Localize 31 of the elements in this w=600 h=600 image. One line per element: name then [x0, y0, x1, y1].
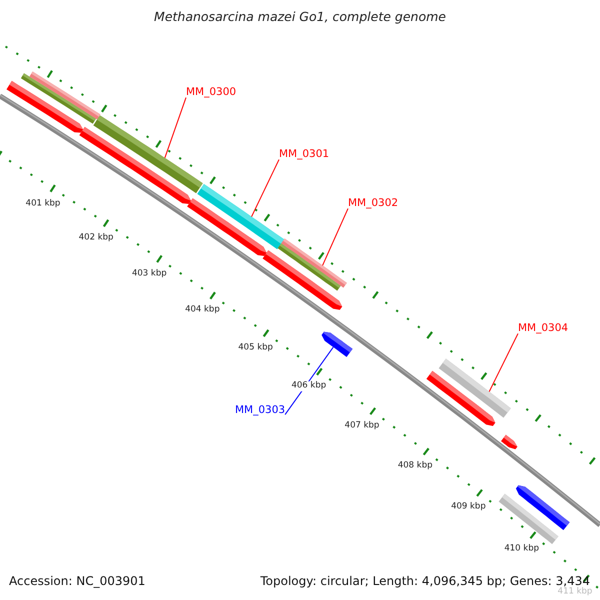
- gene-bar: [516, 485, 570, 530]
- leader-line: [322, 208, 348, 266]
- gene-bar: [426, 370, 496, 426]
- gene-bar: [187, 198, 267, 256]
- scale-label: 406 kbp: [290, 382, 328, 391]
- scale-label: 401 kbp: [24, 198, 62, 208]
- gene-bar: [322, 332, 353, 357]
- footer-text: Topology: circular; Length: 4,096,345 bp; Genes: 3,434: [260, 575, 590, 588]
- scale-label: 405 kbp: [237, 343, 274, 352]
- gene-label: MM_0301: [279, 149, 330, 161]
- gene-bar: [6, 80, 84, 133]
- title: Methanosarcina mazei Go1, complete genome: [154, 10, 446, 24]
- gene-bar: [262, 250, 342, 310]
- gene-label: MM_0303: [235, 405, 286, 417]
- footer-text: Accession: NC_003901: [9, 575, 146, 588]
- leader-line: [251, 159, 280, 218]
- scale-label: 411 kbp: [556, 588, 594, 597]
- leader-line: [164, 97, 186, 158]
- gene-label: MM_0304: [518, 323, 568, 335]
- gene-label: MM_0300: [186, 87, 236, 99]
- scale-label: 410 kbp: [503, 544, 540, 554]
- gene-bar: [79, 126, 191, 204]
- scale-label: 407 kbp: [344, 420, 380, 430]
- scale-label: 403 kbp: [130, 269, 168, 278]
- leader-line: [488, 333, 518, 392]
- scale-label: 408 kbp: [396, 461, 434, 471]
- scale-label: 404 kbp: [184, 306, 221, 316]
- gene-label: MM_0302: [348, 198, 398, 210]
- scale-label: 409 kbp: [450, 502, 487, 512]
- scale-label: 402 kbp: [78, 234, 114, 243]
- gene-bar: [501, 434, 518, 450]
